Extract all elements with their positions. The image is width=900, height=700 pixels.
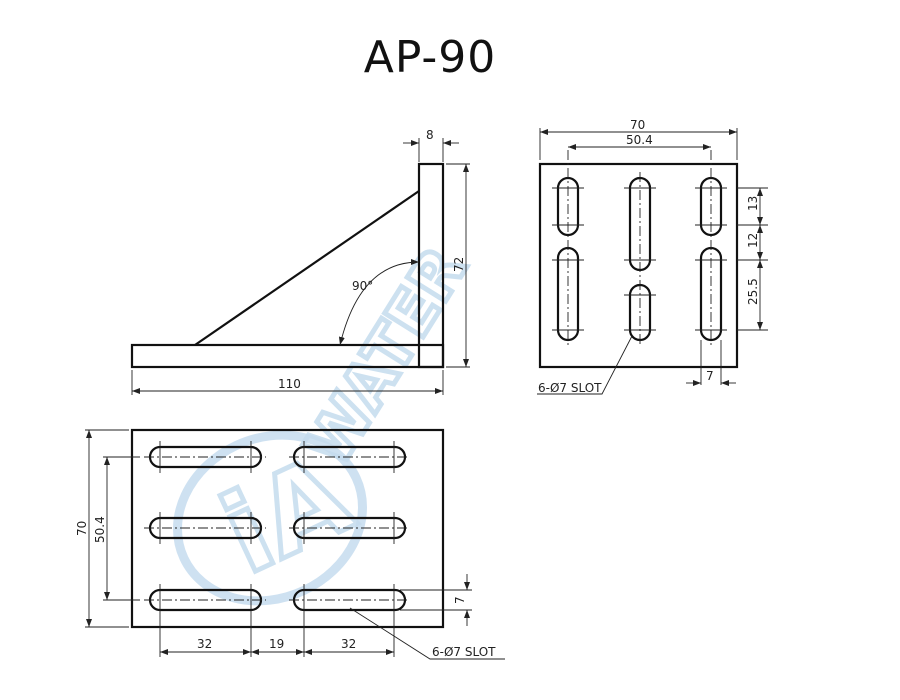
slot-width-dim: 7 xyxy=(706,369,714,383)
length-dim: 110 xyxy=(278,377,301,391)
thickness-dim: 8 xyxy=(426,128,434,142)
slot-len-left-dim: 32 xyxy=(197,637,212,651)
hole-span-dim: 50.4 xyxy=(93,516,107,543)
bottom-view: 70 50.4 32 19 32 7 6-Ø7 SLOT xyxy=(75,428,505,660)
side-view: 90° 8 72 110 xyxy=(130,128,470,395)
gap-top-dim: 13 xyxy=(746,196,760,211)
slot-callout: 6-Ø7 SLOT xyxy=(538,381,602,395)
gap-mid-dim: 12 xyxy=(746,233,760,248)
width-dim: 70 xyxy=(630,118,645,132)
height-dim: 70 xyxy=(75,521,89,536)
slot-callout: 6-Ø7 SLOT xyxy=(432,645,496,659)
gap-bottom-dim: 25.5 xyxy=(746,278,760,305)
drawing-title: AP-90 xyxy=(363,32,497,83)
front-view: 70 50.4 13 12 25.5 7 6-Ø7 SLOT xyxy=(537,118,768,395)
watermark-logo: iA WATER xyxy=(173,232,483,606)
gap-dim: 19 xyxy=(269,637,284,651)
height-dim: 72 xyxy=(452,257,466,272)
angle-label: 90° xyxy=(352,279,373,293)
slot-len-right-dim: 32 xyxy=(341,637,356,651)
hole-span-dim: 50.4 xyxy=(626,133,653,147)
slot-width-dim: 7 xyxy=(453,596,467,604)
